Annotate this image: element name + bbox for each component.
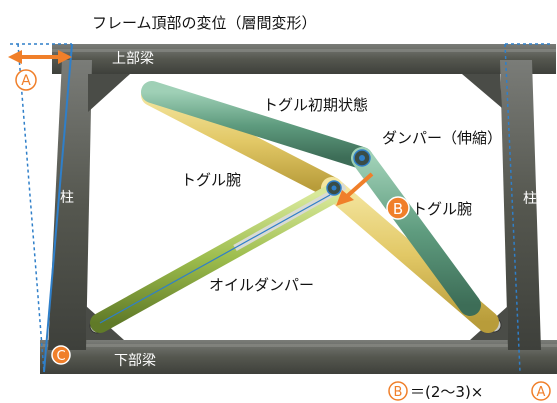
- svg-text:A: A: [537, 385, 546, 400]
- amplification-formula: B ＝(2〜3)× A: [388, 381, 551, 401]
- damper-extended-label: ダンパー（伸縮）: [382, 129, 502, 147]
- marker-a: A: [15, 69, 37, 91]
- right-column: [500, 60, 541, 350]
- column-left-label: 柱: [60, 190, 74, 206]
- joint-movement-arrow: [336, 172, 374, 206]
- svg-text:B: B: [393, 200, 403, 218]
- marker-c: C: [51, 345, 71, 365]
- toggle-arm-right-label: トグル腕: [412, 200, 472, 218]
- svg-text:B: B: [394, 385, 403, 400]
- drift-line-solid: [43, 43, 73, 373]
- column-right-label: 柱: [523, 191, 537, 207]
- marker-b: B: [386, 196, 410, 220]
- toggle-initial-label: トグル初期状態: [263, 96, 368, 114]
- svg-text:C: C: [56, 349, 65, 364]
- upper-beam-label: 上部梁: [112, 51, 154, 67]
- svg-text:A: A: [21, 73, 31, 89]
- drift-outline: [10, 43, 552, 373]
- lower-beam-label: 下部梁: [114, 353, 156, 369]
- toggle-arm-left-label: トグル腕: [181, 171, 241, 189]
- steel-frame: [40, 44, 557, 374]
- oil-damper-label: オイルダンパー: [209, 276, 314, 294]
- oil-damper: [90, 182, 347, 333]
- frame-drift-label: フレーム頂部の変位（層間変形）: [92, 14, 317, 32]
- left-column: [48, 60, 92, 350]
- toggle-initial-green: [141, 81, 481, 316]
- svg-text:＝(2〜3)×: ＝(2〜3)×: [410, 383, 483, 401]
- frame-drift-arrow: [8, 50, 72, 64]
